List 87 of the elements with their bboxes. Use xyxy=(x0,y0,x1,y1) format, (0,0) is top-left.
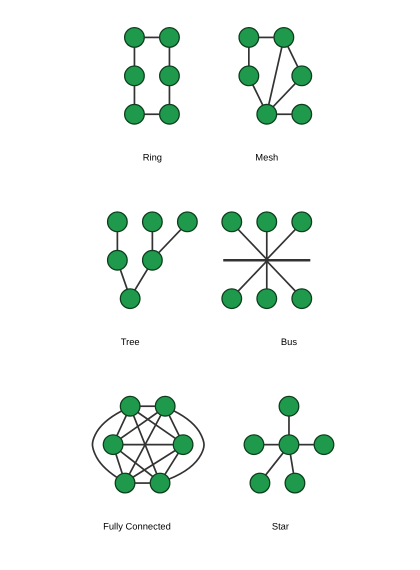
connector xyxy=(266,260,296,292)
label: Tree xyxy=(120,336,140,348)
connector xyxy=(120,412,158,440)
connector xyxy=(134,482,150,484)
connector xyxy=(116,415,127,436)
connector xyxy=(116,232,118,250)
label: Mesh xyxy=(255,152,278,163)
connector xyxy=(264,452,284,476)
node-circle xyxy=(291,288,312,310)
node-circle xyxy=(244,434,264,456)
node-circle xyxy=(120,396,141,417)
connector xyxy=(122,444,174,446)
connector xyxy=(168,86,170,104)
connector xyxy=(266,232,268,260)
node-circle xyxy=(256,288,278,310)
node-circle xyxy=(124,65,145,86)
connector xyxy=(276,113,292,116)
connector xyxy=(140,405,156,408)
connector xyxy=(266,228,296,260)
connector xyxy=(290,454,294,474)
node-circle xyxy=(278,434,300,456)
node-circle xyxy=(291,104,312,125)
node-circle xyxy=(273,26,294,48)
connector xyxy=(287,46,298,67)
connector xyxy=(120,450,154,478)
connector xyxy=(144,113,160,116)
node-circle xyxy=(159,104,180,125)
node-circle xyxy=(256,104,278,125)
connector xyxy=(152,232,154,250)
connector xyxy=(298,444,314,446)
node-circle xyxy=(249,472,270,494)
node-circle xyxy=(278,396,300,417)
node-circle xyxy=(256,211,278,232)
node-circle xyxy=(124,104,145,125)
node-circle xyxy=(120,288,141,310)
node-circle xyxy=(124,26,145,48)
node-circle xyxy=(221,288,242,310)
connector xyxy=(264,444,280,446)
node-circle xyxy=(314,434,334,456)
connector xyxy=(158,228,182,254)
node-circle xyxy=(142,250,163,271)
connector xyxy=(120,269,128,290)
node-circle xyxy=(102,434,124,456)
node-circle xyxy=(176,211,198,232)
connector xyxy=(248,48,250,66)
connector xyxy=(272,82,296,108)
label: Bus xyxy=(280,336,298,348)
node-circle xyxy=(221,211,242,232)
connector xyxy=(128,414,162,474)
connector xyxy=(238,260,268,292)
connector xyxy=(168,414,180,436)
connector xyxy=(115,454,123,474)
connector xyxy=(134,48,136,66)
connector xyxy=(92,410,122,478)
connector xyxy=(266,261,268,289)
node-circle xyxy=(150,472,171,494)
connector xyxy=(168,48,170,66)
node-circle xyxy=(284,472,306,494)
connector xyxy=(238,228,268,260)
node-circle xyxy=(114,472,136,494)
label: Star xyxy=(272,520,290,532)
label: Fully Connected xyxy=(103,520,171,532)
node-circle xyxy=(159,26,180,48)
connector xyxy=(252,84,264,106)
connector xyxy=(138,412,176,440)
node-circle xyxy=(154,396,176,417)
node-bar xyxy=(223,258,310,262)
connector xyxy=(144,36,160,38)
connector xyxy=(132,415,158,474)
connector xyxy=(132,450,176,478)
node-circle xyxy=(106,211,128,232)
connector xyxy=(134,268,148,290)
node-circle xyxy=(172,434,194,456)
node-circle xyxy=(291,211,312,232)
connector xyxy=(288,416,290,435)
node-circle xyxy=(142,211,163,232)
node-circle xyxy=(238,65,260,86)
node-circle xyxy=(159,65,180,86)
connector xyxy=(258,36,274,38)
connector xyxy=(134,86,136,104)
label: Ring xyxy=(142,152,162,163)
node-circle xyxy=(106,250,128,271)
node-circle xyxy=(238,26,260,48)
connector xyxy=(164,452,179,475)
connector xyxy=(168,410,205,480)
node-circle xyxy=(291,65,312,86)
connector xyxy=(268,47,283,105)
